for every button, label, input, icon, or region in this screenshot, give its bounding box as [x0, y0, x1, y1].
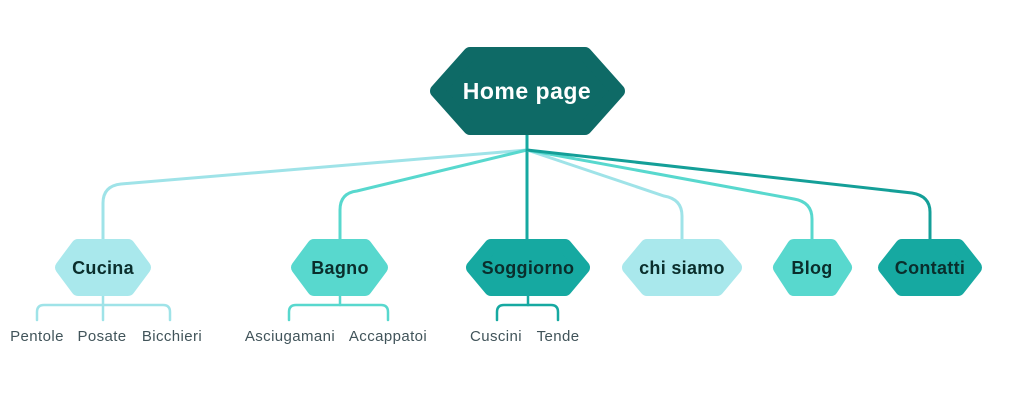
leaves-cucina: Pentole Posate Bicchieri — [10, 328, 202, 345]
node-chi-siamo-label: chi siamo — [639, 258, 725, 278]
node-cucina[interactable]: Cucina — [55, 239, 151, 296]
node-contatti-shape — [878, 239, 982, 296]
bracket-soggiorno-bar — [495, 303, 560, 322]
leaves-bagno: Asciugamani Accappatoi — [245, 328, 427, 345]
node-contatti-label: Contatti — [895, 258, 965, 278]
leaf-accappatoi: Accappatoi — [349, 328, 427, 345]
leaf-cuscini: Cuscini — [470, 328, 522, 345]
node-cucina-label: Cucina — [72, 258, 135, 278]
leaf-bicchieri: Bicchieri — [142, 328, 202, 345]
node-home-page-label: Home page — [463, 78, 591, 104]
node-soggiorno[interactable]: Soggiorno — [466, 239, 590, 296]
leaf-asciugamani: Asciugamani — [245, 328, 335, 345]
node-blog[interactable]: Blog — [773, 239, 852, 296]
leaf-tende: Tende — [537, 328, 580, 345]
edge-home-cucina — [101, 148, 529, 241]
node-home-page-shape — [430, 47, 625, 135]
node-cucina-shape — [55, 239, 151, 296]
node-chi-siamo-shape — [622, 239, 742, 296]
node-bagno[interactable]: Bagno — [291, 239, 388, 296]
edge-home-bagno — [338, 148, 529, 241]
bracket-bagno — [287, 294, 390, 322]
node-chi-siamo[interactable]: chi siamo — [622, 239, 742, 296]
node-bagno-label: Bagno — [311, 258, 369, 278]
node-soggiorno-shape — [466, 239, 590, 296]
edge-home-blog — [525, 148, 814, 241]
node-contatti[interactable]: Contatti — [878, 239, 982, 296]
edges-root-to-nodes — [101, 132, 932, 241]
node-home-page[interactable]: Home page — [430, 47, 625, 135]
bracket-cucina-bar — [35, 303, 172, 322]
node-blog-shape — [773, 239, 852, 296]
leaf-posate: Posate — [77, 328, 126, 345]
bracket-cucina — [35, 294, 172, 322]
leaves-soggiorno: Cuscini Tende — [470, 328, 579, 345]
edge-home-chisiamo — [525, 148, 684, 241]
bracket-soggiorno — [495, 294, 560, 322]
node-soggiorno-label: Soggiorno — [482, 258, 575, 278]
bracket-bagno-bar — [287, 303, 390, 322]
node-blog-label: Blog — [791, 258, 832, 278]
edge-home-contatti — [525, 148, 932, 241]
node-bagno-shape — [291, 239, 388, 296]
leaf-pentole: Pentole — [10, 328, 64, 345]
